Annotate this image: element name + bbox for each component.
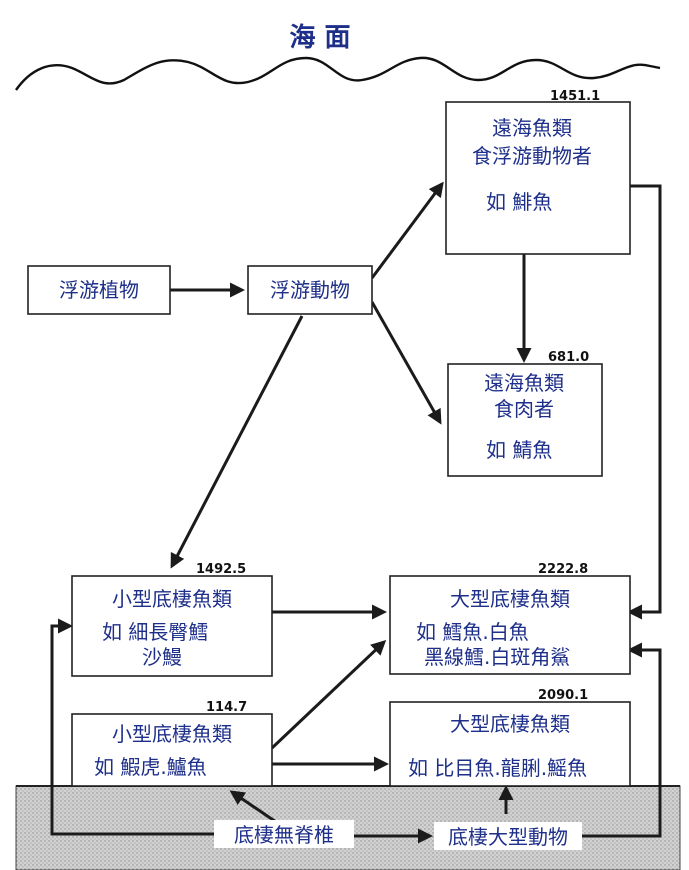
sea-surface-wave xyxy=(15,56,661,91)
example-species: 如 鰕虎.鱸魚 xyxy=(94,755,207,779)
example-species: 沙鰻 xyxy=(142,645,182,669)
biomass-value: 681.0 xyxy=(548,350,589,365)
example-species: 黑線鱈.白斑角鯊 xyxy=(424,645,570,669)
sea-surface-title: 海 面 xyxy=(289,23,350,53)
example-species: 如 鯖魚 xyxy=(486,438,552,462)
node-label: 遠海魚類 xyxy=(484,371,564,395)
edges xyxy=(50,181,662,844)
node-label: 大型底棲魚類 xyxy=(450,587,570,611)
edge-zoo-to-pelagic-carnivore xyxy=(370,301,442,425)
biomass-value: 2090.1 xyxy=(538,688,588,703)
benthic-invertebrates-label: 底棲無脊椎 xyxy=(234,823,334,847)
example-species: 如 比目魚.龍脷.鰩魚 xyxy=(408,756,587,780)
edge-planktivore-to-large-demersal-a xyxy=(627,184,662,620)
example-species: 如 鱈魚.白魚 xyxy=(416,620,529,644)
seabed-labels: 底棲無脊椎 底棲大型動物 xyxy=(214,820,582,850)
example-species: 如 鯡魚 xyxy=(486,190,552,214)
edge-megafauna-to-large-a xyxy=(582,642,662,838)
benthic-megafauna-label: 底棲大型動物 xyxy=(448,825,568,849)
node-pelagic-carnivore: 681.0 遠海魚類 食肉者 如 鯖魚 xyxy=(447,350,603,477)
phytoplankton-label: 浮游植物 xyxy=(59,278,139,302)
node-label: 小型底棲魚類 xyxy=(112,587,232,611)
node-label: 食肉者 xyxy=(494,397,554,421)
node-small-demersal-a: 1492.5 小型底棲魚類 如 細長臀鱈 沙鰻 xyxy=(71,562,273,677)
node-large-demersal-a: 2222.8 大型底棲魚類 如 鱈魚.白魚 黑線鱈.白斑角鯊 xyxy=(389,562,631,675)
edge-zoo-to-pelagic-planktivore xyxy=(370,181,444,279)
biomass-value: 1451.1 xyxy=(550,89,600,104)
node-label: 小型底棲魚類 xyxy=(112,722,232,746)
edge-zoo-to-small-demersal-a xyxy=(170,315,304,569)
biomass-value: 1492.5 xyxy=(196,562,246,577)
edge-small-b-to-large-a xyxy=(270,639,387,750)
node-pelagic-planktivore: 1451.1 遠海魚類 食浮游動物者 如 鯡魚 xyxy=(445,89,631,255)
node-phytoplankton: 浮游植物 xyxy=(27,265,171,315)
biomass-value: 114.7 xyxy=(206,700,247,715)
node-label: 大型底棲魚類 xyxy=(450,712,570,736)
node-label: 遠海魚類 xyxy=(492,116,572,140)
node-small-demersal-b: 114.7 小型底棲魚類 如 鰕虎.鱸魚 xyxy=(71,700,273,787)
zooplankton-label: 浮游動物 xyxy=(270,278,350,302)
node-zooplankton: 浮游動物 xyxy=(247,265,373,315)
biomass-value: 2222.8 xyxy=(538,562,588,577)
node-large-demersal-b: 2090.1 大型底棲魚類 如 比目魚.龍脷.鰩魚 xyxy=(389,688,631,787)
edge-benthic-invert-to-small-a xyxy=(50,618,214,836)
example-species: 如 細長臀鱈 xyxy=(102,620,208,644)
node-label: 食浮游動物者 xyxy=(472,144,592,168)
